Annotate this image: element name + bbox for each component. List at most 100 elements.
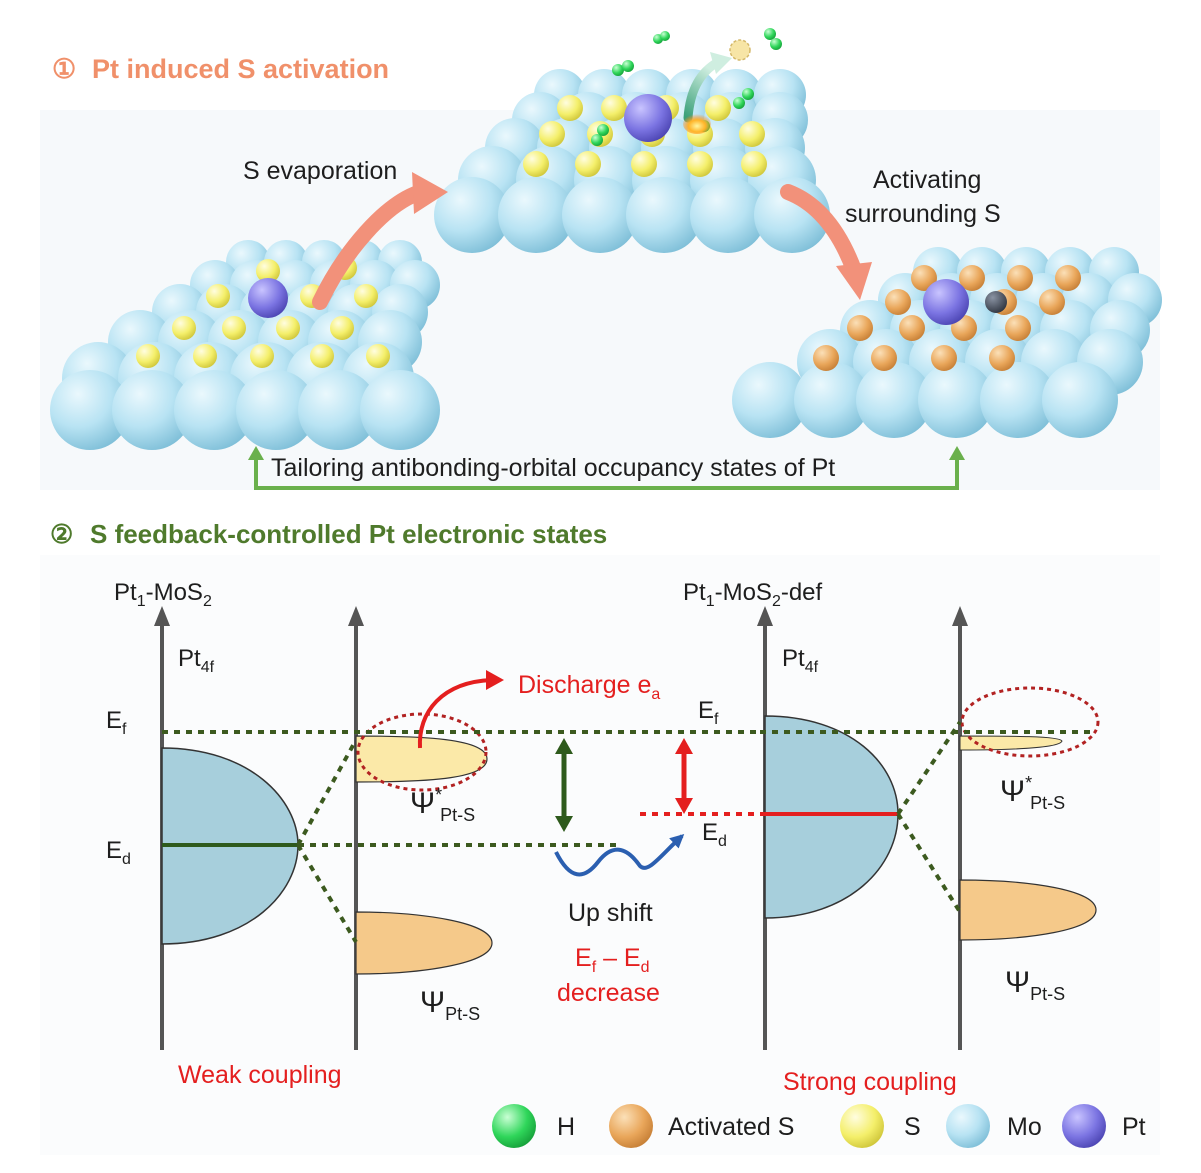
s-atom xyxy=(575,151,601,177)
right-panel: Pt1-MoS2-def Pt4f Ef Ed Ψ*Pt-S ΨPt-S Str… xyxy=(640,579,1100,1096)
right-pt4f-label: Pt4f xyxy=(782,645,819,676)
legend-activated-s-icon xyxy=(609,1104,653,1148)
mo-atom xyxy=(690,177,766,253)
left-axis-1-arrowhead xyxy=(154,606,170,626)
s-atom xyxy=(206,284,230,308)
pt-atom xyxy=(923,279,969,325)
s-atom xyxy=(539,121,565,147)
middle-lattice xyxy=(434,69,830,253)
legend-pt-icon xyxy=(1062,1104,1106,1148)
discharge-arrow xyxy=(417,678,493,749)
legend: H Activated S S Mo Pt xyxy=(492,1104,1146,1148)
s-vacancy xyxy=(985,291,1007,313)
gap-arrow-green-top xyxy=(555,738,573,754)
up-shift-wave-arrow xyxy=(554,833,685,877)
activated-s-atom xyxy=(871,345,897,371)
evaporation-up-arrow xyxy=(683,57,723,123)
left-axis-2-arrowhead xyxy=(348,606,364,626)
mo-atom xyxy=(498,177,574,253)
activated-s-atom xyxy=(885,289,911,315)
legend-mo-icon xyxy=(946,1104,990,1148)
right-psi-star-label: Ψ*Pt-S xyxy=(1000,773,1065,813)
right-panel-title: Pt1-MoS2-def xyxy=(683,579,823,610)
up-shift-label: Up shift xyxy=(568,899,653,927)
gap-arrow-red-bottom xyxy=(675,798,693,814)
gap-arrow-green-bottom xyxy=(555,816,573,832)
mo-atom xyxy=(732,362,808,438)
s-atom xyxy=(256,259,280,283)
evaporated-s-atom xyxy=(729,39,751,61)
left-ef-label: Ef xyxy=(106,707,127,738)
s-atom xyxy=(601,95,627,121)
feedback-arrowhead-left xyxy=(248,446,264,460)
activating-label-line2: surrounding S xyxy=(845,200,1001,228)
left-ed-label: Ed xyxy=(106,837,131,868)
gap-arrow-red-top xyxy=(675,738,693,754)
s-atom xyxy=(222,316,246,340)
s-atom xyxy=(557,95,583,121)
ef-ed-label: Ef – Ed xyxy=(575,944,650,976)
feedback-bracket xyxy=(254,450,959,490)
activated-s-atom xyxy=(1007,265,1033,291)
right-mix-line-lower xyxy=(896,812,962,914)
middle-annotations: Discharge ea Up shift Ef – Ed decrease xyxy=(417,670,693,1007)
mo-atom xyxy=(856,362,932,438)
section2-number: ② xyxy=(50,519,73,549)
section2-title: S feedback-controlled Pt electronic stat… xyxy=(90,519,607,549)
legend-h-label: H xyxy=(557,1113,575,1141)
mo-atom xyxy=(562,177,638,253)
s-atom xyxy=(276,316,300,340)
fire-icon xyxy=(683,114,711,134)
mo-atom xyxy=(298,370,378,450)
mo-atom xyxy=(918,362,994,438)
discharge-label: Discharge ea xyxy=(518,671,660,703)
right-psi-label: ΨPt-S xyxy=(1005,966,1065,1004)
activating-label-line1: Activating xyxy=(873,166,981,194)
left-bonding-band xyxy=(355,911,493,975)
s-atom xyxy=(354,284,378,308)
right-axis-2-arrowhead xyxy=(952,606,968,626)
s-atom xyxy=(631,151,657,177)
activated-s-atom xyxy=(989,345,1015,371)
right-lattice xyxy=(732,247,1162,438)
activated-s-atom xyxy=(959,265,985,291)
s-evaporation-arrow xyxy=(312,185,426,310)
left-pt4f-label: Pt4f xyxy=(178,645,215,676)
activated-s-atom xyxy=(911,265,937,291)
activating-arrow xyxy=(780,184,862,278)
feedback-arrowhead-right xyxy=(949,446,965,460)
legend-s-icon xyxy=(840,1104,884,1148)
s-atom xyxy=(172,316,196,340)
s-atom xyxy=(739,121,765,147)
s-evaporation-label: S evaporation xyxy=(243,157,397,185)
mo-atom xyxy=(980,362,1056,438)
left-panel: Pt1-MoS2 Pt4f Ef Ed Ψ*Pt-S ΨPt-S Weak co… xyxy=(106,579,760,1089)
strong-coupling-label: Strong coupling xyxy=(783,1068,957,1096)
activated-s-atom xyxy=(813,345,839,371)
left-antibonding-band xyxy=(355,735,488,783)
right-axis-1-arrowhead xyxy=(757,606,773,626)
activating-arrowhead xyxy=(836,262,872,300)
s-evaporation-arrowhead xyxy=(412,172,448,214)
s-atom xyxy=(310,344,334,368)
legend-activated-s-label: Activated S xyxy=(668,1113,794,1141)
legend-h-icon xyxy=(492,1104,536,1148)
pt-atom xyxy=(624,94,672,142)
left-psi-label: ΨPt-S xyxy=(420,986,480,1024)
section1-number: ① xyxy=(52,54,76,84)
mo-atom xyxy=(626,177,702,253)
s-atom xyxy=(330,316,354,340)
pt-atom xyxy=(248,278,288,318)
left-panel-title: Pt1-MoS2 xyxy=(114,579,212,610)
s-atom xyxy=(193,344,217,368)
s-atom xyxy=(523,151,549,177)
decrease-label: decrease xyxy=(557,979,660,1007)
left-psi-star-label: Ψ*Pt-S xyxy=(410,785,475,825)
activated-s-atom xyxy=(931,345,957,371)
left-antibonding-ellipse xyxy=(356,712,488,792)
s-atom xyxy=(687,151,713,177)
left-lattice xyxy=(50,240,440,450)
activated-s-atom xyxy=(1005,315,1031,341)
mo-atom xyxy=(236,370,316,450)
